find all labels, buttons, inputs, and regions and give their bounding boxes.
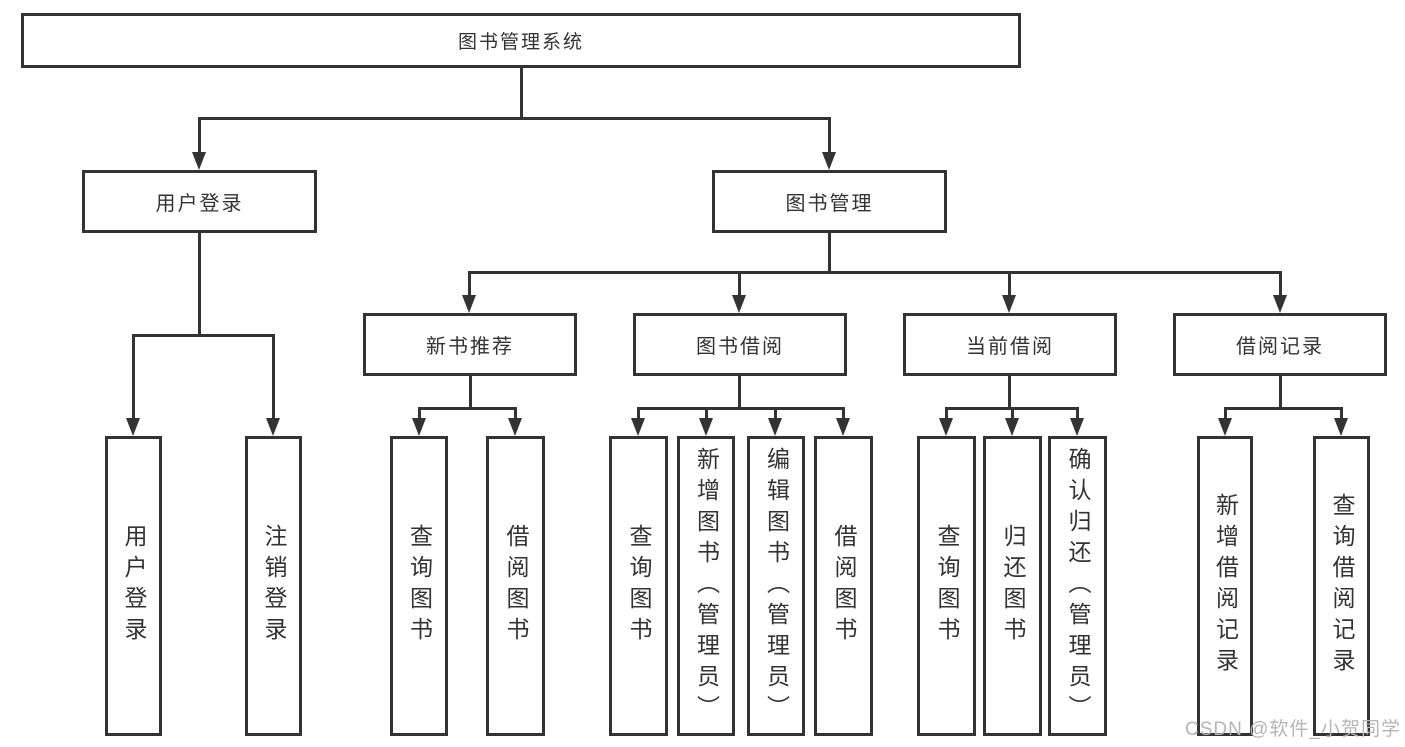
leaf-user-login: 用户登录 [105, 436, 162, 736]
leaf-logout: 注销登录 [245, 436, 302, 736]
node-label: 借阅记录 [1236, 336, 1324, 358]
arrow-down-icon [699, 418, 713, 436]
arrow-down-icon [1273, 295, 1287, 313]
arrow-down-icon [1070, 418, 1084, 436]
node-user-login: 用户登录 [82, 170, 317, 233]
leaf-label: 查询图书 [934, 524, 960, 648]
node-label: 新书推荐 [426, 336, 514, 358]
leaf-add-books-admin: 新增图书（管理员） [677, 436, 735, 736]
arrow-down-icon [412, 418, 426, 436]
arrow-down-icon [1002, 295, 1016, 313]
arrow-down-icon [1005, 418, 1019, 436]
node-borrowing-records: 借阅记录 [1173, 313, 1387, 376]
leaf-label: 新增借阅记录 [1212, 493, 1239, 679]
leaf-label: 确认归还（管理员） [1065, 446, 1091, 726]
leaf-return-books: 归还图书 [983, 436, 1042, 736]
leaf-edit-books-admin: 编辑图书（管理员） [747, 436, 805, 736]
arrow-down-icon [768, 418, 782, 436]
leaf-add-borrow-record: 新增借阅记录 [1197, 436, 1253, 736]
leaf-label: 借阅图书 [503, 524, 529, 648]
node-new-book-recommend: 新书推荐 [363, 313, 577, 376]
node-label: 当前借阅 [966, 336, 1054, 358]
node-current-borrowing: 当前借阅 [903, 313, 1117, 376]
leaf-label: 查询图书 [626, 524, 652, 648]
leaf-label: 借阅图书 [831, 524, 857, 648]
csdn-watermark: CSDN @软件_小贺同学 [1185, 719, 1401, 740]
node-label: 图书管理 [785, 193, 874, 215]
node-label: 用户登录 [155, 193, 244, 215]
leaf-label: 用户登录 [121, 524, 147, 648]
node-book-management: 图书管理 [712, 170, 947, 233]
arrow-down-icon [822, 152, 836, 170]
arrow-down-icon [939, 418, 953, 436]
leaf-label: 编辑图书（管理员） [763, 446, 790, 726]
leaf-borrow-books-1: 借阅图书 [486, 436, 545, 736]
leaf-label: 注销登录 [261, 524, 287, 648]
node-library-management-system: 图书管理系统 [21, 13, 1021, 68]
arrow-down-icon [266, 418, 280, 436]
leaf-query-books-2: 查询图书 [609, 436, 668, 736]
arrow-down-icon [126, 418, 140, 436]
arrow-down-icon [836, 418, 850, 436]
node-label: 图书借阅 [696, 336, 784, 358]
arrow-down-icon [508, 418, 522, 436]
arrow-down-icon [1218, 418, 1232, 436]
node-label: 图书管理系统 [457, 32, 584, 53]
leaf-borrow-books-2: 借阅图书 [814, 436, 873, 736]
leaf-query-borrow-record: 查询借阅记录 [1313, 436, 1370, 736]
arrow-down-icon [732, 295, 746, 313]
arrow-down-icon [631, 418, 645, 436]
leaf-query-books-1: 查询图书 [390, 436, 448, 736]
arrow-down-icon [192, 152, 206, 170]
leaf-label: 查询借阅记录 [1329, 493, 1355, 679]
node-book-borrowing: 图书借阅 [633, 313, 847, 376]
arrow-down-icon [1334, 418, 1348, 436]
arrow-down-icon [462, 295, 476, 313]
leaf-confirm-return-admin: 确认归还（管理员） [1048, 436, 1107, 736]
leaf-query-books-3: 查询图书 [917, 436, 976, 736]
leaf-label: 新增图书（管理员） [693, 446, 720, 726]
leaf-label: 查询图书 [406, 524, 433, 648]
leaf-label: 归还图书 [1000, 524, 1026, 648]
